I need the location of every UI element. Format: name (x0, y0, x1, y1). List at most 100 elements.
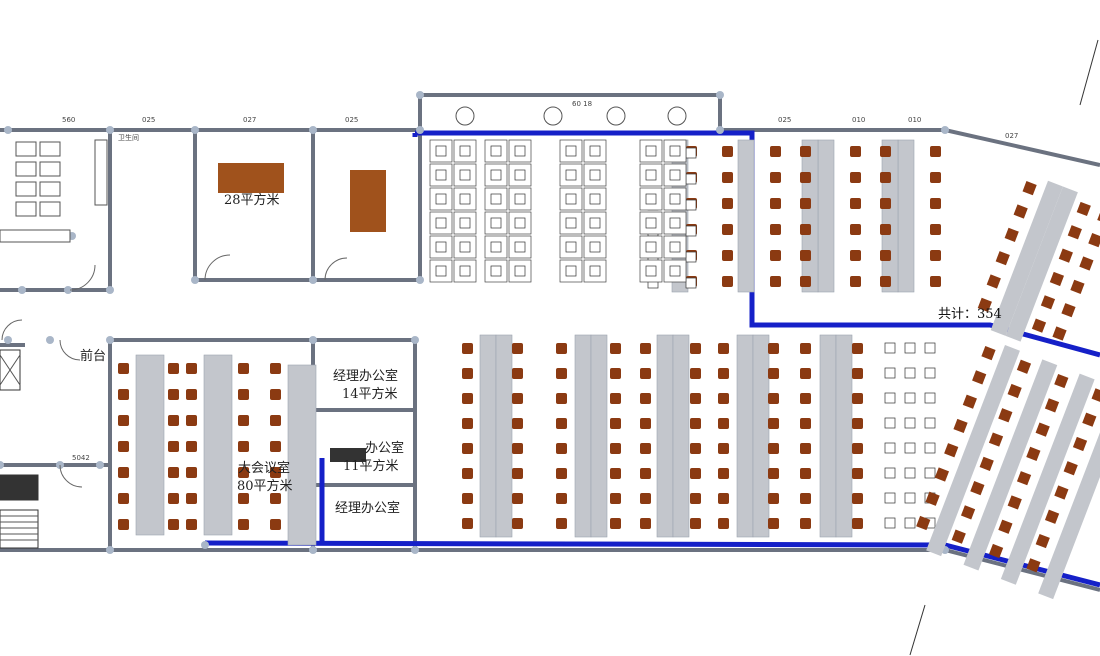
chair (852, 343, 863, 354)
workstation-chair (904, 342, 916, 354)
chair (1026, 446, 1041, 462)
manager-desk (330, 448, 366, 462)
chair (880, 250, 891, 261)
chair (168, 519, 179, 530)
chair (850, 276, 861, 287)
chair (462, 468, 473, 479)
workstation-chair (565, 217, 577, 229)
chair (1076, 201, 1091, 217)
big-meeting-area: 80平方米 (237, 478, 293, 494)
chair (880, 276, 891, 287)
chair (512, 343, 523, 354)
workstation-chair (669, 193, 681, 205)
manager-office-1-label: 经理办公室 (333, 368, 398, 384)
chair (1031, 318, 1047, 333)
workstation-chair (565, 193, 577, 205)
chair (1058, 248, 1073, 263)
chair (270, 389, 281, 400)
chair (610, 343, 621, 354)
chair (852, 493, 863, 504)
chair (512, 493, 523, 504)
chair (722, 224, 733, 235)
workstation-chair (459, 193, 471, 205)
chair (1013, 204, 1028, 219)
chair (1007, 383, 1022, 399)
chair (512, 468, 523, 479)
workstation-chair (685, 147, 697, 159)
stairs (0, 349, 39, 549)
desk (990, 180, 1063, 336)
chair (462, 418, 473, 429)
desk (963, 359, 1058, 571)
chair (640, 343, 651, 354)
chair (988, 432, 1004, 447)
workstation-chair (435, 217, 447, 229)
wall-node (309, 336, 317, 344)
chair (770, 172, 781, 183)
workstation-chair (490, 217, 502, 229)
workstation-chair (669, 145, 681, 157)
chair (640, 493, 651, 504)
workstation-chair (924, 442, 936, 454)
workstation-chair (904, 467, 916, 479)
wall-node (416, 276, 424, 284)
chair (462, 493, 473, 504)
chair (800, 224, 811, 235)
chair (800, 393, 811, 404)
workstation-chair (924, 367, 936, 379)
workstation-chair (514, 265, 526, 277)
workstation-chair (645, 265, 657, 277)
chair (168, 363, 179, 374)
chair (168, 493, 179, 504)
workstation-chair (669, 241, 681, 253)
wall-node (201, 541, 209, 549)
workstation-chair (924, 342, 936, 354)
chair (981, 346, 996, 361)
workstation-chair (514, 169, 526, 181)
workstation-chair (645, 217, 657, 229)
chair (988, 543, 1004, 559)
chair (556, 418, 567, 429)
chair (640, 418, 651, 429)
chair (690, 518, 701, 529)
chair (718, 368, 729, 379)
workstation-chair (884, 392, 896, 404)
chair (934, 467, 950, 482)
chair (770, 198, 781, 209)
balcony-tables (455, 106, 687, 126)
chair (462, 368, 473, 379)
chair (556, 493, 567, 504)
workstation-chair (884, 442, 896, 454)
workstation-chair (685, 173, 697, 185)
desk (801, 139, 819, 293)
chair (690, 468, 701, 479)
chair (850, 224, 861, 235)
workstation-chair (435, 169, 447, 181)
chair (1040, 295, 1056, 310)
workstation-chair (884, 517, 896, 529)
chair (270, 519, 281, 530)
chair (238, 493, 249, 504)
chair (852, 518, 863, 529)
workstation-chair (904, 442, 916, 454)
wall-node (941, 126, 949, 134)
chair (768, 468, 779, 479)
workstation-chair (589, 217, 601, 229)
chair (270, 415, 281, 426)
chair (610, 368, 621, 379)
chair (800, 493, 811, 504)
chair (168, 467, 179, 478)
chair (880, 198, 891, 209)
workstation-chair (459, 217, 471, 229)
workstation-chair (669, 265, 681, 277)
workstation-chair (589, 193, 601, 205)
chair (800, 468, 811, 479)
chair (690, 493, 701, 504)
big-meeting-label: 大会议室 (238, 460, 290, 476)
dimension-9: 60 18 (572, 100, 592, 108)
chair (1049, 271, 1065, 287)
desk (752, 334, 770, 538)
chair (1022, 181, 1037, 196)
wall-node (18, 286, 26, 294)
chair (852, 443, 863, 454)
